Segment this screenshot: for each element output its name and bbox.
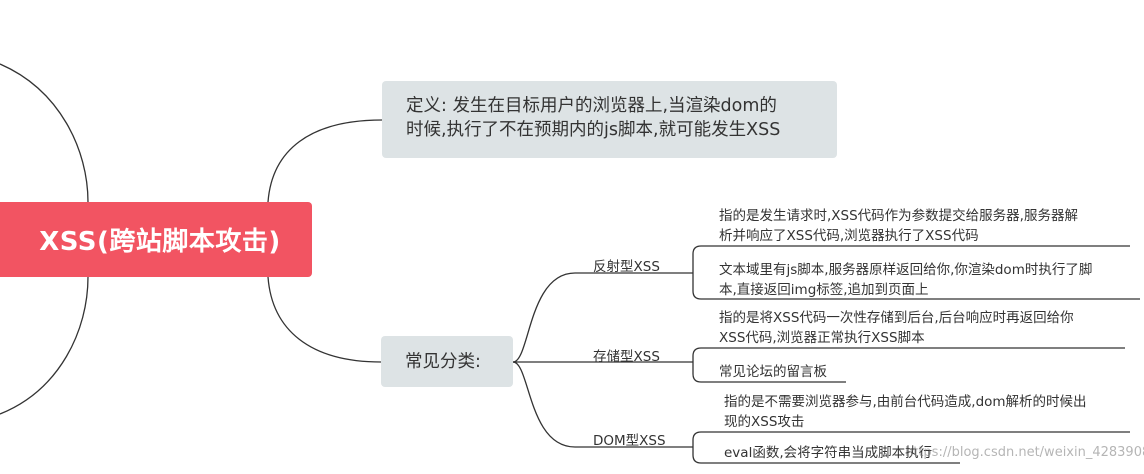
dom-leaf-1[interactable]: 指的是不需要浏览器参与,由前台代码造成,dom解析的时候出 现的XSS攻击: [724, 392, 1087, 432]
definition-topic[interactable]: 定义: 发生在目标用户的浏览器上,当渲染dom的 时候,执行了不在预期内的js脚…: [382, 81, 837, 158]
reflected-leaf-2[interactable]: 文本域里有js脚本,服务器原样返回给你,你渲染dom时执行了脚 本,直接返回im…: [719, 260, 1092, 300]
reflected-leaf-1[interactable]: 指的是发生请求时,XSS代码作为参数提交给服务器,服务器解 析并响应了XSS代码…: [719, 206, 1078, 246]
stored-leaf-2[interactable]: 常见论坛的留言板: [719, 362, 827, 382]
categories-topic[interactable]: 常见分类:: [381, 336, 513, 387]
watermark: https://blog.csdn.net/weixin_42839080: [905, 445, 1144, 460]
root-to-categories: [267, 276, 382, 363]
stored-leaf-1-line-1: 指的是将XSS代码一次性存储到后台,后台响应时再返回给你: [719, 310, 1074, 326]
reflected-to-leaf1: [692, 245, 1130, 273]
stored-xss-label[interactable]: 存储型XSS: [593, 349, 660, 365]
reflected-leaf-2-line-2: 本,直接返回img标签,追加到页面上: [719, 282, 929, 298]
dom-to-leaf2: [692, 447, 960, 464]
dom-xss-label[interactable]: DOM型XSS: [593, 433, 666, 449]
dom-leaf-2-line-1: eval函数,会将字符串当成脚本执行: [724, 445, 933, 461]
categories-label: 常见分类:: [405, 351, 481, 372]
reflected-leaf-1-line-2: 析并响应了XSS代码,浏览器执行了XSS代码: [719, 228, 979, 244]
left-arc-lower: [0, 276, 89, 415]
reflected-leaf-1-line-1: 指的是发生请求时,XSS代码作为参数提交给服务器,服务器解: [719, 208, 1078, 224]
definition-line-2: 时候,执行了不在预期内的js脚本,就可能发生XSS: [406, 120, 781, 140]
dom-leaf-2[interactable]: eval函数,会将字符串当成脚本执行: [724, 443, 932, 463]
root-to-definition: [267, 119, 383, 203]
categories-to-reflected: [512, 272, 693, 363]
categories-to-dom: [512, 361, 693, 448]
left-arc-upper: [0, 63, 89, 203]
dom-to-leaf1: [692, 431, 1130, 447]
stored-leaf-1-line-2: XSS代码,浏览器正常执行XSS脚本: [719, 330, 925, 346]
reflected-leaf-2-line-1: 文本域里有js脚本,服务器原样返回给你,你渲染dom时执行了脚: [719, 262, 1093, 278]
stored-to-leaf1: [692, 347, 1125, 362]
reflected-xss-label[interactable]: 反射型XSS: [593, 259, 660, 275]
reflected-to-leaf2: [692, 273, 1140, 300]
stored-to-leaf2: [692, 362, 846, 383]
root-topic-label: XSS(跨站脚本攻击): [39, 227, 281, 257]
definition-line-1: 定义: 发生在目标用户的浏览器上,当渲染dom的: [406, 96, 777, 116]
stored-leaf-1[interactable]: 指的是将XSS代码一次性存储到后台,后台响应时再返回给你 XSS代码,浏览器正常…: [719, 308, 1074, 348]
dom-leaf-1-line-2: 现的XSS攻击: [724, 414, 805, 430]
dom-leaf-1-line-1: 指的是不需要浏览器参与,由前台代码造成,dom解析的时候出: [724, 394, 1087, 410]
stored-leaf-2-line-1: 常见论坛的留言板: [719, 364, 827, 380]
root-topic[interactable]: XSS(跨站脚本攻击): [0, 202, 312, 277]
